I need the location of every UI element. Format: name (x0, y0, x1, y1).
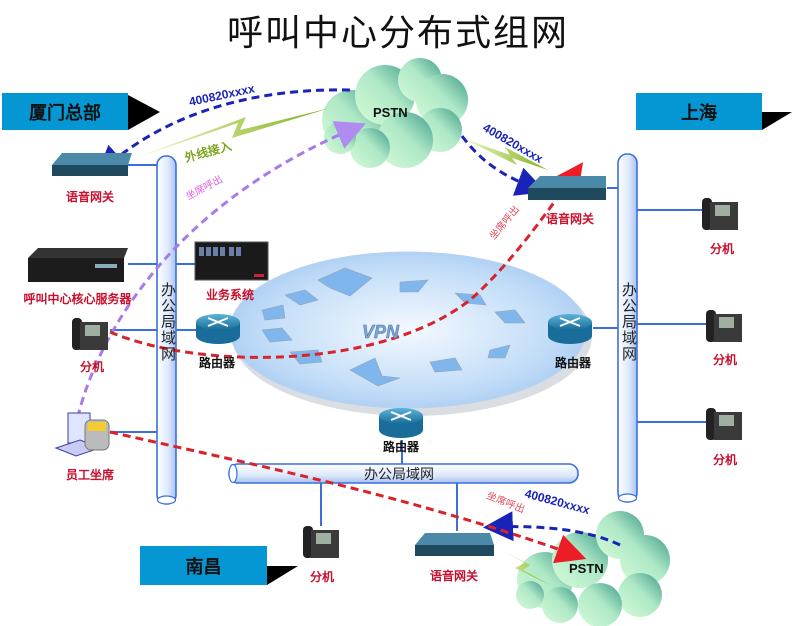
pstn-top-label: PSTN (373, 105, 408, 120)
shanghai-router-label: 路由器 (554, 356, 591, 370)
agent-label: 员工坐席 (65, 468, 114, 482)
xiamen-gateway-icon (52, 153, 132, 176)
agent-out-label-2: 坐席呼出 (486, 203, 522, 242)
site-banner-shanghai: 上海 (636, 93, 762, 130)
shanghai-router-icon (548, 314, 592, 344)
trunk-bolt-xiamen (130, 108, 330, 160)
shanghai-extension-phone-icon-2 (706, 310, 742, 342)
core-server-label: 呼叫中心核心服务器 (23, 292, 132, 306)
nanchang-router-label: 路由器 (382, 440, 419, 454)
pstn-bottom-label: PSTN (569, 561, 604, 576)
agent-out-label-3: 坐席呼出 (485, 489, 527, 516)
outbound-call-path-to-shanghai (109, 162, 584, 359)
core-server-icon (28, 248, 128, 282)
number-label-nanchang: 400820xxxx (523, 486, 591, 517)
agent-workstation-icon (54, 412, 110, 457)
xiamen-extension-phone-icon (72, 318, 108, 350)
xiamen-router-label: 路由器 (198, 356, 235, 370)
shanghai-extension-label-1: 分机 (709, 242, 734, 256)
nanchang-router-icon (379, 408, 423, 438)
inbound-call-path-nanchang (483, 511, 621, 547)
page-title: 呼叫中心分布式组网 (226, 13, 569, 54)
vpn-disc (229, 251, 592, 416)
trunk-in-label: 外线接入 (183, 138, 233, 165)
agent-out-label-1: 坐席呼出 (183, 172, 224, 202)
number-label-shanghai: 400820xxxx (481, 120, 546, 166)
business-system-icon (194, 241, 269, 281)
lan-connectors (110, 164, 706, 531)
shanghai-extension-label-3: 分机 (712, 453, 737, 467)
inbound-call-path-shanghai (460, 135, 547, 196)
vpn-label: VPN (362, 322, 400, 342)
shanghai-extension-phone-icon-1 (702, 198, 738, 230)
xiamen-lan-label: 办公局域网 (159, 282, 177, 362)
nanchang-extension-phone-icon (303, 526, 339, 558)
shanghai-lan-label: 办公局域网 (620, 282, 638, 362)
number-label-top: 400820xxxx (188, 81, 257, 109)
nanchang-extension-label: 分机 (309, 570, 334, 584)
business-system-label: 业务系统 (205, 288, 254, 302)
trunk-bolt-nanchang (495, 547, 550, 585)
nanchang-banner-shadow (267, 566, 298, 585)
shanghai-banner-shadow (762, 112, 792, 130)
site-banner-nanchang: 南昌 (140, 546, 267, 585)
trunk-bolt-shanghai (462, 138, 548, 170)
shanghai-extension-phone-icon-3 (706, 408, 742, 440)
shanghai-gateway-icon (528, 176, 606, 200)
xiamen-extension-label: 分机 (79, 360, 104, 374)
nanchang-gateway-icon (415, 533, 494, 556)
pstn-top-cloud (322, 58, 468, 168)
shanghai-extension-label-2: 分机 (712, 353, 737, 367)
shanghai-gateway-label: 语音网关 (545, 212, 594, 226)
xiamen-banner-shadow (128, 95, 160, 130)
nanchang-gateway-label: 语音网关 (429, 569, 478, 583)
xiamen-router-icon (196, 314, 240, 344)
inbound-call-path-xiamen (96, 88, 351, 176)
site-banner-xiamen: 厦门总部 (2, 93, 128, 130)
outbound-call-path-to-nanchang (109, 430, 587, 564)
nanchang-lan-label: 办公局域网 (364, 467, 434, 483)
xiamen-gateway-label: 语音网关 (65, 190, 114, 204)
